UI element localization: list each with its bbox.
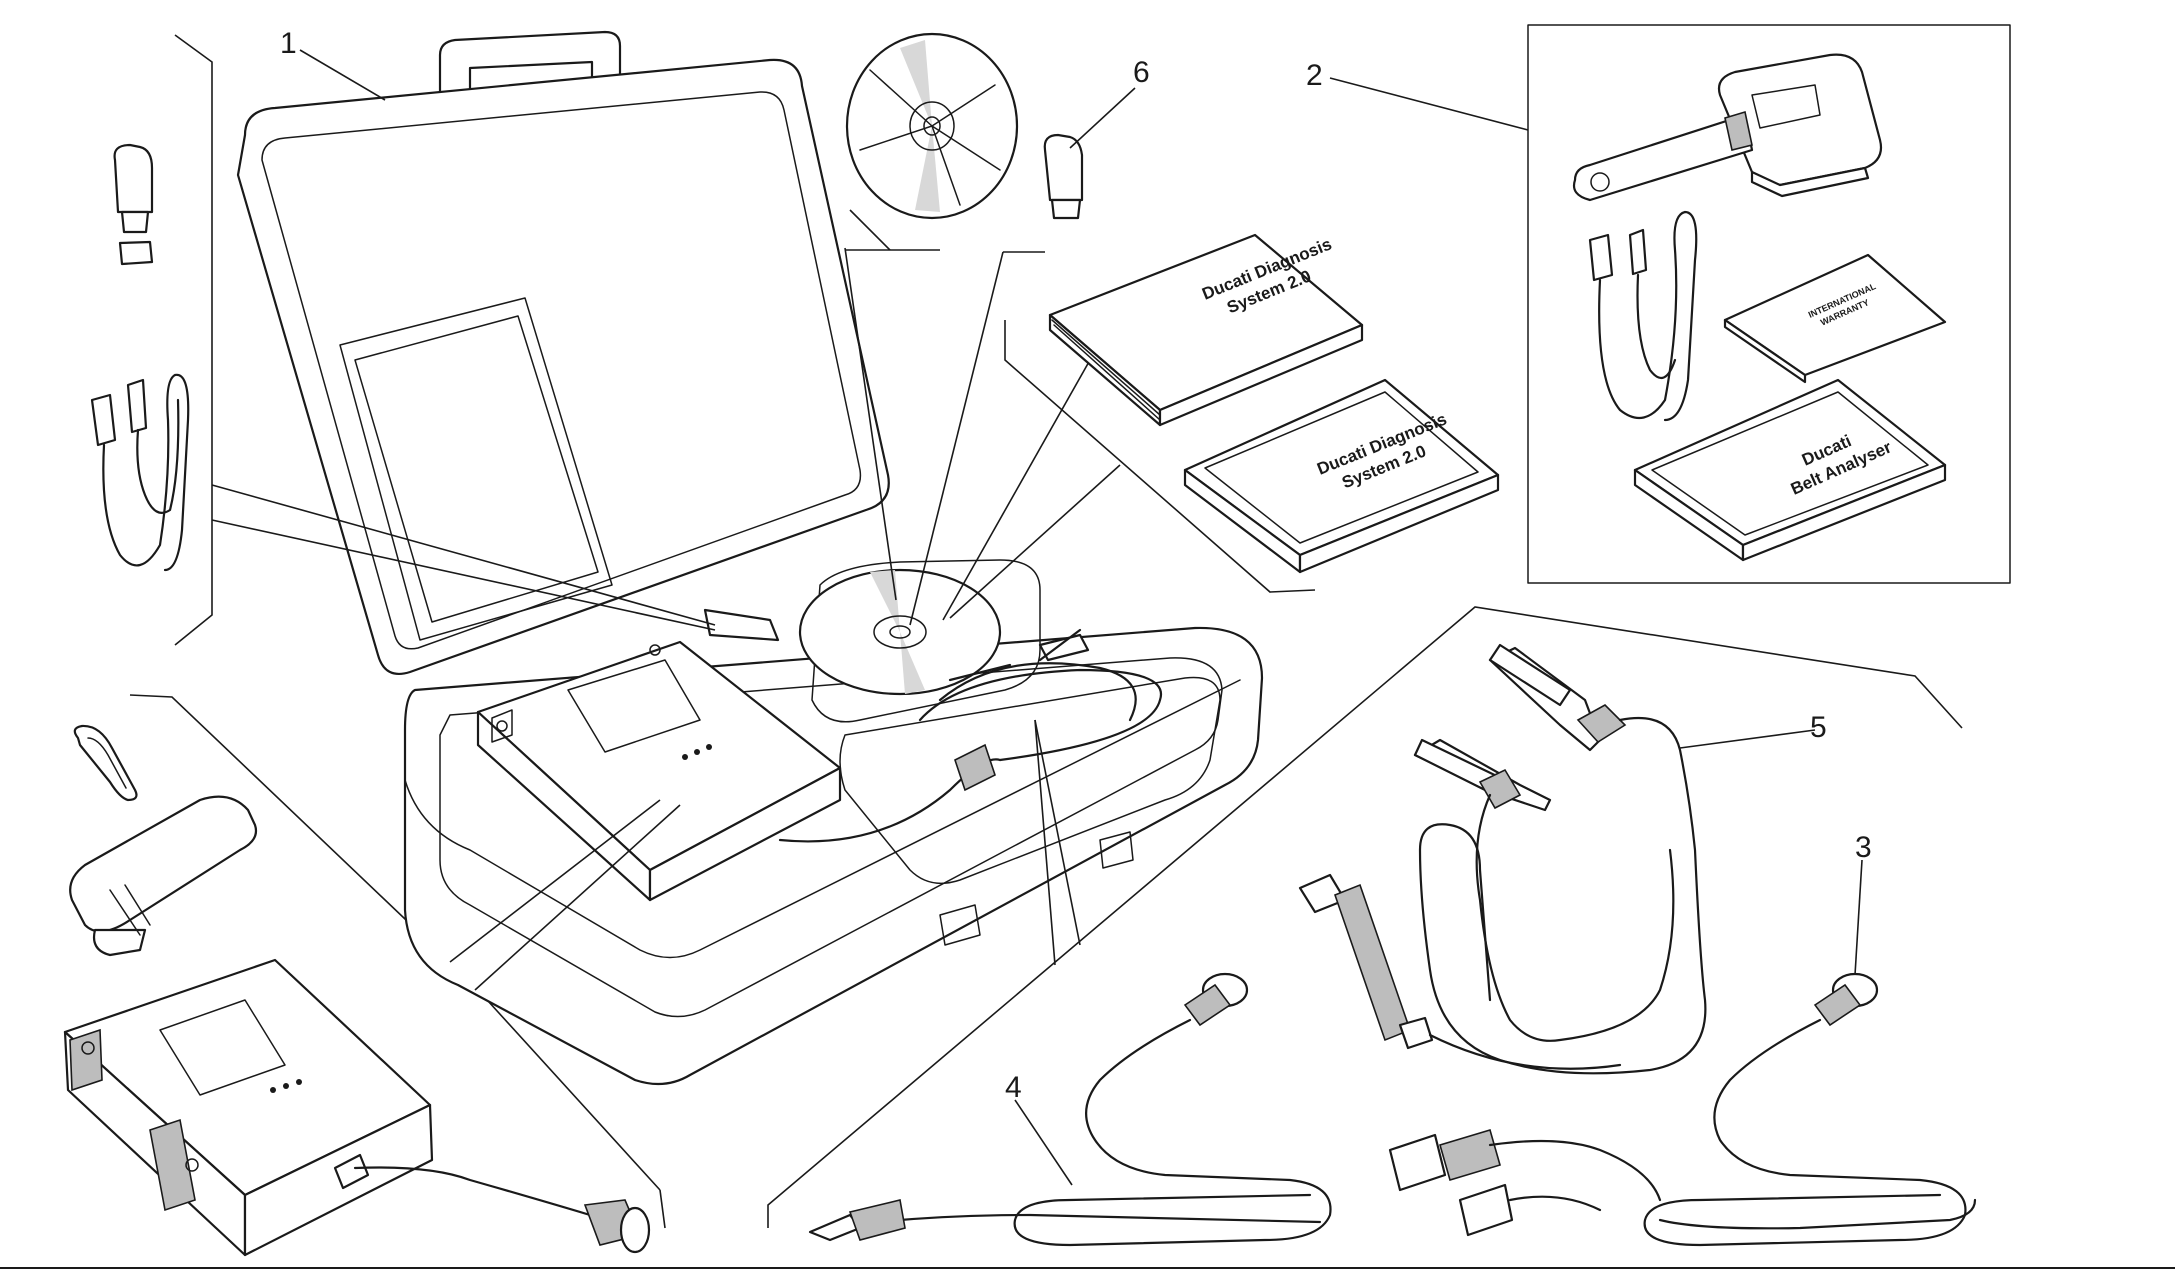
callout-leaders xyxy=(299,49,1863,1186)
callout-5: 5 xyxy=(1810,711,1827,744)
callout-1: 1 xyxy=(280,27,297,60)
battery-clamp-cable xyxy=(1298,643,1707,1237)
adapter-cable-4 xyxy=(808,972,1332,1247)
diagnosis-unit xyxy=(63,958,651,1257)
strap xyxy=(69,795,258,957)
kit-frame xyxy=(1527,24,2011,584)
diagnosis-unit-in-case xyxy=(476,640,842,902)
manual-b xyxy=(1183,378,1500,574)
carrying-case xyxy=(236,30,1264,1086)
callout-3: 3 xyxy=(1855,831,1872,864)
manual-a xyxy=(1048,233,1364,427)
usb-cable xyxy=(90,373,190,572)
callout-2: 2 xyxy=(1306,59,1323,92)
usb-stick xyxy=(113,143,154,266)
pointer-lines xyxy=(211,209,1121,991)
software-cd-and-usb-key xyxy=(845,32,1136,220)
cd-in-case xyxy=(798,568,1002,696)
carabiner xyxy=(73,724,138,802)
cables-in-case xyxy=(703,608,1163,843)
callout-6: 6 xyxy=(1133,56,1150,89)
adapter-cable-3 xyxy=(1643,972,1977,1247)
belt-analyser-kit xyxy=(1527,24,2011,584)
section-divider-lines xyxy=(129,34,1963,1229)
callout-4: 4 xyxy=(1005,1071,1022,1104)
